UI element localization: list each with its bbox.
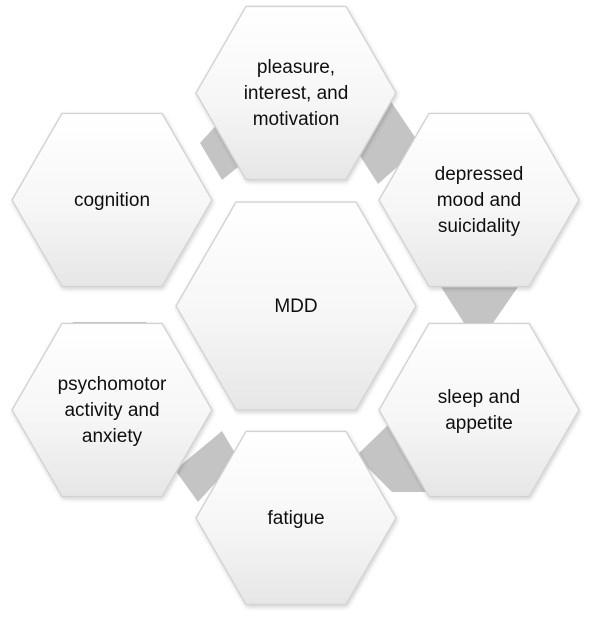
psychomotor-label-line-2: activity and bbox=[64, 400, 159, 421]
connector-sleep-fatigue bbox=[356, 421, 432, 492]
cognition-label-line-1: cognition bbox=[74, 190, 150, 211]
connector-fatigue-psychomotor bbox=[175, 431, 238, 502]
fatigue-label-line-1: fatigue bbox=[267, 508, 324, 529]
hexagon-shape bbox=[195, 430, 397, 606]
pleasure-label-line-3: motivation bbox=[253, 109, 340, 130]
hexagon-shape bbox=[11, 112, 213, 288]
hexagon-shape bbox=[175, 201, 417, 411]
pleasure-label-line-1: pleasure, bbox=[257, 57, 335, 78]
hexagon-pleasure: pleasure, interest, and motivation bbox=[195, 5, 397, 181]
hexagon-center-mdd: MDD bbox=[175, 201, 417, 411]
sleep-label-line-1: sleep and bbox=[438, 387, 520, 408]
hexagon-psychomotor: psychomotor activity and anxiety bbox=[11, 322, 213, 498]
pleasure-label-line-2: interest, and bbox=[244, 83, 349, 104]
connector-depressed-sleep bbox=[441, 287, 518, 323]
hexagon-shape bbox=[378, 322, 580, 498]
hexagon-sleep: sleep and appetite bbox=[378, 322, 580, 498]
depressed-label-line-2: mood and bbox=[437, 190, 522, 211]
hexagon-shape bbox=[378, 112, 580, 288]
center-label-line-1: MDD bbox=[274, 296, 317, 317]
depressed-label-line-1: depressed bbox=[435, 164, 524, 185]
psychomotor-label-line-1: psychomotor bbox=[58, 374, 167, 395]
hexagon-cognition: cognition bbox=[11, 112, 213, 288]
hexagon-shape bbox=[195, 5, 397, 181]
hexagon-fatigue: fatigue bbox=[195, 430, 397, 606]
hexagon-layer: pleasure, interest, and motivation depresse… bbox=[11, 5, 580, 606]
sleep-label-line-2: appetite bbox=[445, 413, 513, 434]
depressed-label-line-3: suicidality bbox=[438, 216, 521, 237]
hexagon-depressed: depressed mood and suicidality bbox=[378, 112, 580, 288]
psychomotor-label-line-3: anxiety bbox=[82, 426, 143, 447]
hexagon-shape bbox=[11, 322, 213, 498]
